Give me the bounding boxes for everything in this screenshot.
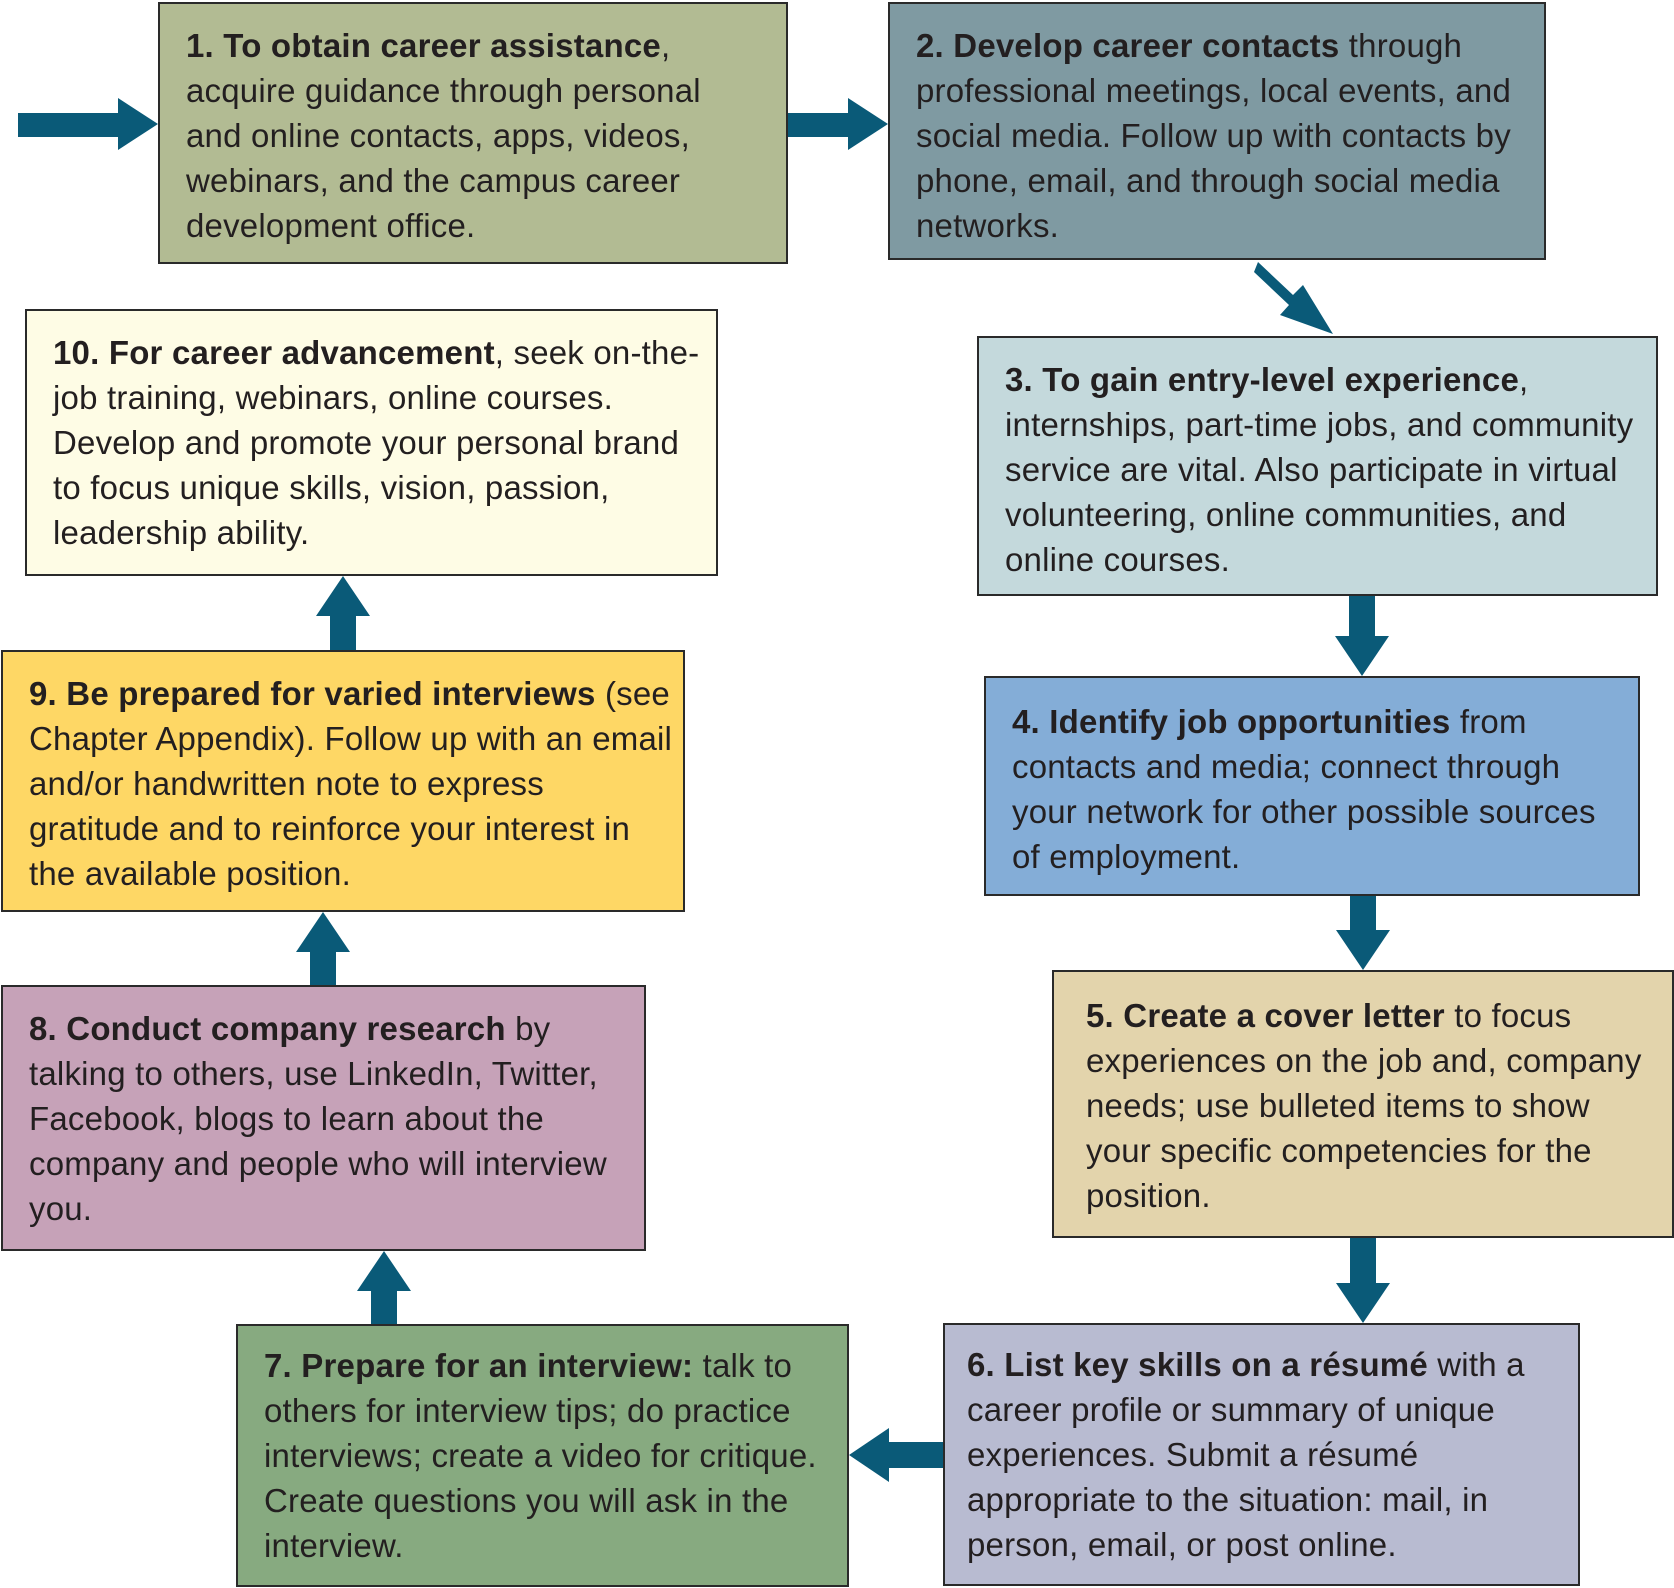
step-3-body: , internships, part-time jobs, and commu… [1005,361,1634,578]
step-4-box: 4. Identify job opportunities from conta… [984,676,1640,896]
arrow-6-to-7 [849,1428,943,1482]
step-1-box: 1. To obtain career assistance, acquire … [158,2,788,264]
step-6-box: 6. List key skills on a résumé with a ca… [943,1323,1580,1586]
step-10-heading: 10. For career advancement [53,334,495,371]
step-6-body: with a career profile or summary of uniq… [967,1346,1525,1563]
arrow-9-to-10 [316,576,370,650]
arrow-7-to-8 [357,1251,411,1324]
step-9-box: 9. Be prepared for varied interviews (se… [1,650,685,912]
step-9-heading: 9. Be prepared for varied interviews [29,675,596,712]
step-1-heading: 1. To obtain career assistance [186,27,661,64]
arrow-4-to-5 [1336,896,1390,970]
step-5-box: 5. Create a cover letter to focus experi… [1052,970,1674,1238]
step-6-heading: 6. List key skills on a résumé [967,1346,1428,1383]
step-4-heading: 4. Identify job opportunities [1012,703,1451,740]
arrow-1-to-2 [788,98,888,150]
step-4-body: from contacts and media; connect through… [1012,703,1596,875]
step-7-heading: 7. Prepare for an interview: [264,1347,694,1384]
step-1-body: , acquire guidance through personal and … [186,27,701,244]
step-10-box: 10. For career advancement, seek on-the-… [25,309,718,576]
step-5-body: to focus experiences on the job and, com… [1086,997,1642,1214]
step-2-body: through professional meetings, local eve… [916,27,1512,244]
arrow-5-to-6 [1336,1238,1390,1323]
step-7-box: 7. Prepare for an interview: talk to oth… [236,1324,849,1587]
step-10-body: , seek on-the-job training, webinars, on… [53,334,700,551]
step-3-heading: 3. To gain entry-level experience [1005,361,1520,398]
entry-arrow-right [18,98,158,150]
step-8-box: 8. Conduct company research by talking t… [1,985,646,1251]
step-8-body: by talking to others, use LinkedIn, Twit… [29,1010,607,1227]
step-2-heading: 2. Develop career contacts [916,27,1340,64]
step-5-heading: 5. Create a cover letter [1086,997,1445,1034]
step-8-heading: 8. Conduct company research [29,1010,506,1047]
step-3-box: 3. To gain entry-level experience, inter… [977,336,1658,596]
arrow-8-to-9 [296,912,350,985]
step-9-body: (see Chapter Appendix). Follow up with a… [29,675,673,892]
step-7-body: talk to others for interview tips; do pr… [264,1347,817,1564]
arrow-3-to-4 [1335,596,1389,676]
step-2-box: 2. Develop career contacts through profe… [888,2,1546,260]
arrow-2-to-3 [1254,262,1333,334]
